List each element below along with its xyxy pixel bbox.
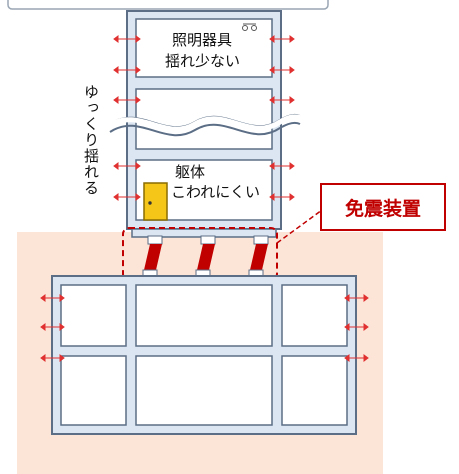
break-line-lower: [109, 121, 301, 137]
upper-floor-top: [135, 18, 273, 78]
lower-building: [51, 275, 357, 435]
label-structure-line2: こわれにくい: [171, 183, 260, 201]
sway-arrow: [113, 193, 141, 201]
sway-arrow: [113, 66, 141, 74]
upper-sway-arrows: [113, 35, 295, 201]
lower-room: [60, 355, 127, 426]
sway-arrow: [344, 323, 369, 331]
ceiling-lamp-icon: [242, 23, 257, 31]
isolator-bearing: [195, 235, 216, 278]
isolation-leader-line: [276, 209, 323, 244]
sway-arrow: [344, 354, 369, 362]
label-slow-sway: ゆっくり揺れる: [82, 84, 100, 196]
sway-arrow: [113, 96, 141, 104]
sway-arrow: [269, 96, 295, 104]
lower-room: [135, 284, 273, 347]
isolation-layer: [122, 209, 323, 281]
door-knob: [148, 201, 152, 205]
sway-arrow: [269, 162, 295, 170]
label-lighting-line2: 揺れ少ない: [165, 52, 240, 70]
sway-arrow: [269, 66, 295, 74]
sway-arrow: [113, 162, 141, 170]
sway-arrow: [269, 35, 295, 43]
sway-arrow: [40, 323, 65, 331]
lower-room: [281, 355, 348, 426]
top-partial-frame: [7, 0, 329, 10]
lower-room: [60, 284, 127, 347]
label-isolation-device: 免震装置: [345, 197, 421, 220]
upper-building: 照明器具 揺れ少ない 躯体 こわれにくい: [106, 10, 303, 230]
lower-sway-arrows: [40, 294, 369, 362]
lower-room: [281, 284, 348, 347]
isolation-label-box: 免震装置: [320, 183, 446, 231]
label-lighting-line1: 照明器具: [172, 31, 232, 49]
isolator-bearing: [248, 235, 269, 278]
lower-room: [135, 355, 273, 426]
label-structure-line1: 躯体: [175, 163, 205, 181]
sway-arrow: [344, 294, 369, 302]
sway-arrow: [269, 193, 295, 201]
sway-arrow: [40, 354, 65, 362]
break-gap: [106, 114, 303, 132]
door-icon: [143, 182, 168, 221]
sway-arrow: [40, 294, 65, 302]
sway-arrow: [113, 35, 141, 43]
